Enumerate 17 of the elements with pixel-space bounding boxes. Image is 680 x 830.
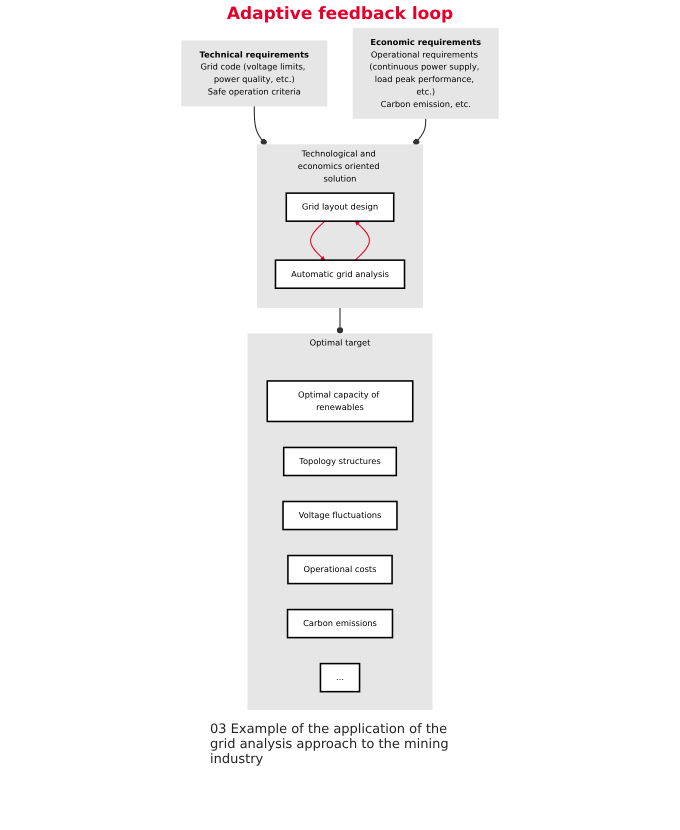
arrow bbox=[354, 220, 370, 261]
node-box: Operational costs bbox=[287, 554, 393, 584]
node-box: Grid layout design bbox=[286, 192, 394, 222]
figure-caption: 03 Example of the application of the grid analysis approach to the mining industry bbox=[210, 722, 450, 767]
node-box: Technical requirements Grid code (voltage limits, power quality, etc.) Safe operation criteria bbox=[181, 40, 328, 106]
connector bbox=[336, 308, 344, 334]
node-box: Optimal capacity of renewables bbox=[266, 380, 414, 422]
node-box: Carbon emissions bbox=[286, 608, 394, 638]
node-box: Automatic grid analysis bbox=[274, 259, 406, 289]
node-box: Voltage fluctuations bbox=[282, 500, 398, 530]
loop-label: Adaptive feedback loop bbox=[226, 4, 454, 24]
connector bbox=[413, 118, 426, 146]
node-box: ... bbox=[320, 662, 360, 692]
arrow bbox=[310, 220, 326, 260]
connector bbox=[254, 106, 267, 146]
node-box: Economic requirements Operational requirements (continuous power supply, load peak performance, etc.) Carbon emission, etc. bbox=[352, 28, 499, 119]
node-box: Topology structures bbox=[282, 446, 398, 476]
